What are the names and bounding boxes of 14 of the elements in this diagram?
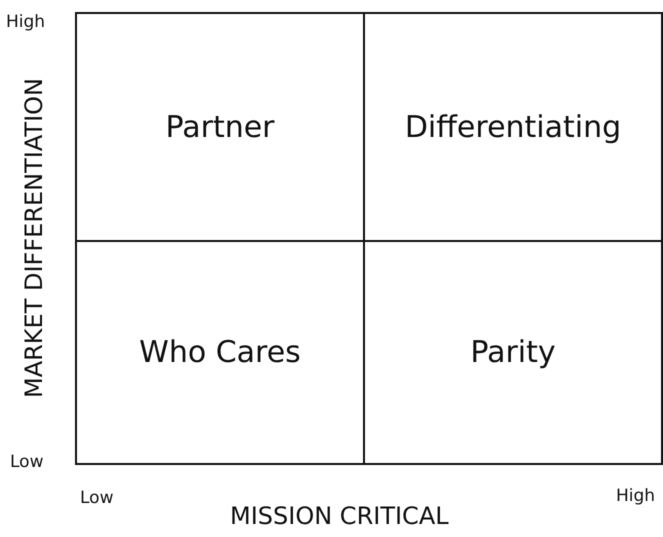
quadrant-label: Partner [165,110,275,144]
axis-high-label: High [6,12,46,32]
quadrant-box [75,240,365,465]
quadrant-box [75,12,365,242]
quadrant-box [363,12,663,242]
axis-low-label: Low [80,488,114,508]
quadrant-label: Parity [470,335,556,370]
quadrant-box [363,240,663,465]
quadrant-label: Differentiating [404,110,622,144]
axis-high-label: High [616,486,656,506]
x-axis-title: MISSION CRITICAL [230,502,449,530]
y-axis-title: MARKET DIFFERENTIATION [20,78,48,398]
quadrant-label: Who Cares [139,335,301,370]
axis-low-label: Low [10,452,44,472]
